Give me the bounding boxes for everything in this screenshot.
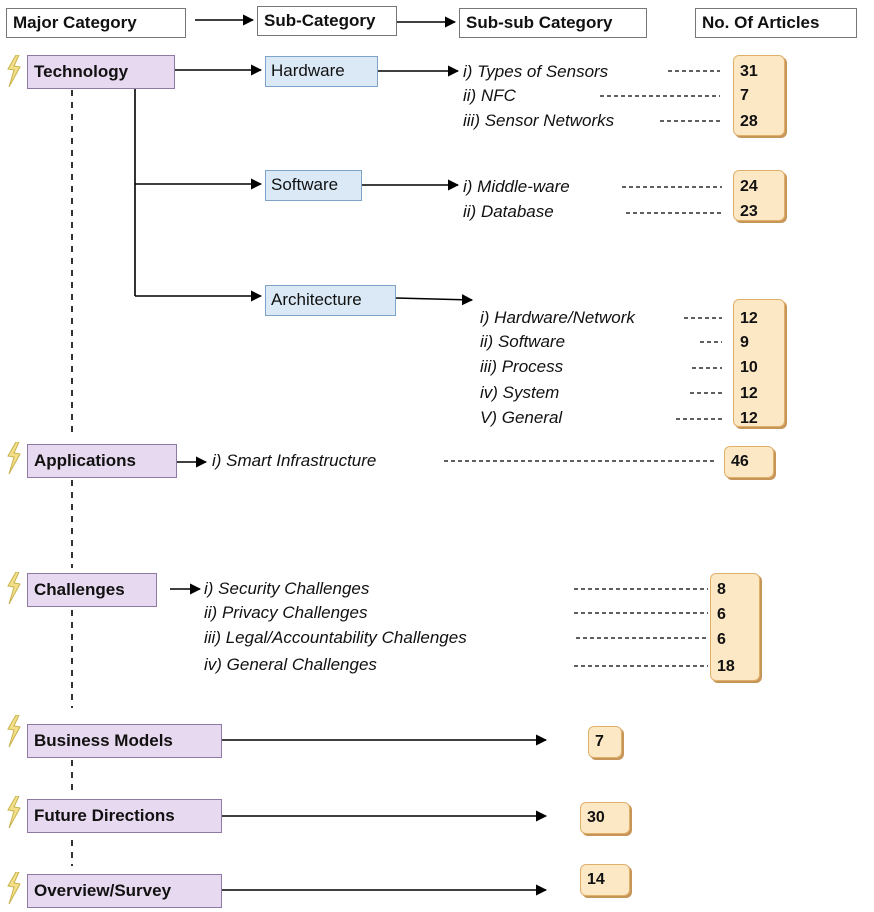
major-future-directions: Future Directions — [27, 799, 222, 833]
count-hardware-network: 12 — [740, 310, 758, 327]
count-sensor-networks: 28 — [740, 113, 758, 130]
count-box-architecture — [733, 299, 785, 427]
architecture-items-arrow — [395, 294, 474, 306]
count-box-challenges — [710, 573, 760, 681]
lightning-icon — [7, 55, 21, 87]
major-challenges: Challenges — [27, 573, 157, 607]
item-privacy-challenges: ii) Privacy Challenges — [204, 603, 368, 622]
lightning-icon — [7, 715, 21, 747]
count-business-models: 7 — [595, 733, 604, 750]
count-overview-survey: 14 — [587, 871, 605, 888]
major-overview-survey: Overview/Survey — [27, 874, 222, 908]
count-future-directions: 30 — [587, 809, 605, 826]
header-sub-category: Sub-Category — [257, 6, 397, 36]
header-major-category: Major Category — [6, 8, 186, 38]
count-box-business-models — [588, 726, 622, 758]
count-middle-ware: 24 — [740, 178, 758, 195]
count-general-challenges: 18 — [717, 658, 735, 675]
count-system: 12 — [740, 385, 758, 402]
item-database: ii) Database — [463, 202, 554, 221]
item-general: V) General — [480, 408, 563, 427]
item-process: iii) Process — [480, 357, 564, 376]
item-arch-software: ii) Software — [480, 332, 566, 351]
count-box-overview-survey — [580, 864, 630, 896]
count-nfc: 7 — [740, 87, 749, 104]
lightning-icon — [7, 572, 21, 604]
count-privacy: 6 — [717, 606, 726, 623]
item-types-of-sensors: i) Types of Sensors — [463, 62, 609, 81]
count-database: 23 — [740, 203, 758, 220]
count-arch-software: 9 — [740, 334, 749, 351]
item-nfc: ii) NFC — [463, 86, 516, 105]
sub-hardware: Hardware — [265, 56, 378, 87]
count-box-future-directions — [580, 802, 630, 834]
count-security: 8 — [717, 581, 726, 598]
item-system: iv) System — [480, 383, 560, 402]
lightning-icon — [7, 442, 21, 474]
count-box-software — [733, 170, 785, 221]
count-general: 12 — [740, 410, 758, 427]
item-sensor-networks: iii) Sensor Networks — [463, 111, 615, 130]
item-legal-challenges: iii) Legal/Accountability Challenges — [204, 628, 467, 647]
lightning-icon — [7, 796, 21, 828]
lightning-icon — [7, 872, 21, 904]
sub-software: Software — [265, 170, 362, 201]
item-middle-ware: i) Middle-ware — [463, 177, 570, 196]
major-applications: Applications — [27, 444, 177, 478]
major-technology: Technology — [27, 55, 175, 89]
sub-architecture: Architecture — [265, 285, 396, 316]
item-security-challenges: i) Security Challenges — [204, 579, 370, 598]
count-sensors: 31 — [740, 63, 758, 80]
count-process: 10 — [740, 359, 758, 376]
count-smart-infrastructure: 46 — [731, 453, 749, 470]
count-legal: 6 — [717, 631, 726, 648]
item-smart-infrastructure: i) Smart Infrastructure — [212, 451, 377, 470]
header-no-of-articles: No. Of Articles — [695, 8, 857, 38]
header-subsub-category: Sub-sub Category — [459, 8, 647, 38]
major-business-models: Business Models — [27, 724, 222, 758]
count-box-hardware — [733, 55, 785, 136]
item-hardware-network: i) Hardware/Network — [480, 308, 635, 327]
item-general-challenges: iv) General Challenges — [204, 655, 377, 674]
count-box-applications — [724, 446, 774, 478]
